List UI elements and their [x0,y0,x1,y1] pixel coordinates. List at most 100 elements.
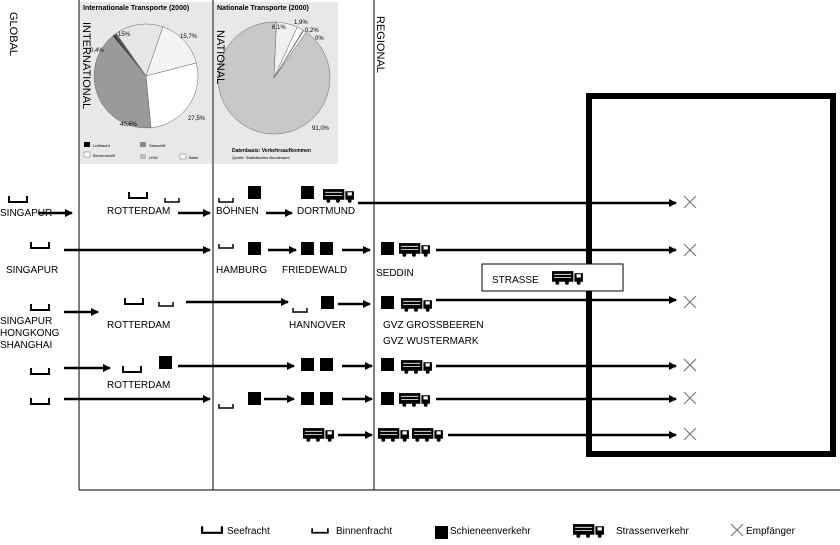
binnenfracht-icon [292,307,308,313]
pie-chart-national: Nationale Transporte (2000) 91,0% 6,1% 1… [217,5,331,160]
pie-slice [273,30,307,79]
pie-label: 91,0% [312,126,330,132]
binnenfracht-icon [158,301,174,307]
legend-label: Luftfracht [93,143,111,148]
rail-icon [301,242,314,255]
place-label: HONGKONG [0,328,60,339]
pie-slice [113,33,147,77]
rail-icon [301,358,314,371]
place-label: SINGAPUR [0,316,53,327]
place-label: SEDDIN [376,268,414,279]
place-label: ROTTERDAM [107,206,171,217]
legend-schiene: Schieneenverkehr [450,526,531,537]
seefracht-legend-icon [200,525,224,534]
pie-panel-international: Internationale Transporte (2000) 15% 15,… [80,2,212,164]
place-label: BÖHNEN [216,206,259,217]
seefracht-icon [122,365,142,373]
route-row-3 [64,296,677,316]
truck-legend-icon [573,523,605,538]
rail-icon [320,242,333,255]
recipient-x-icon [683,358,697,372]
pie-label: 1,9% [294,20,308,26]
pie-label: 6,1% [272,25,286,31]
pie-label: 15,7% [180,34,198,40]
legend-seefracht: Seefracht [227,526,270,537]
pie-title-international: Internationale Transporte (2000) [83,5,189,12]
seefracht-icon [8,195,28,203]
rail-icon [381,296,394,309]
recipient-legend-icon [730,523,744,537]
truck-icon [412,427,444,442]
binnenfracht-icon [164,197,180,203]
pie-label: 27,5% [188,116,206,122]
binnenfracht-icon [218,403,234,409]
zone-label-international: INTERNATIONAL [80,22,92,110]
rail-icon [320,358,333,371]
rail-symbols [159,186,394,405]
rail-icon [320,392,333,405]
pie-chart-international: Internationale Transporte (2000) 15% 15,… [83,5,206,160]
pie-slices-national [217,21,331,135]
pie-slices-international [93,23,199,129]
place-label: GVZ WUSTERMARK [383,336,479,347]
legend-strasse: Strassenverkehr [616,526,689,537]
pie-label: 0% [315,36,324,42]
recipient-x-icon [683,391,697,405]
pie-label: 40,6% [120,122,138,128]
truck-symbols [303,188,584,442]
transport-symbols [8,191,308,409]
rail-icon [301,186,314,199]
rail-icon [381,358,394,371]
truck-icon [378,427,410,442]
rail-icon [301,392,314,405]
legend-label: Binnenschiff [93,153,116,158]
rail-icon [159,356,172,369]
zone-label-global: GLOBAL [7,12,19,57]
seefracht-icon [30,367,50,375]
seefracht-icon [30,241,50,249]
legend-swatch [140,142,146,147]
legend-swatch [83,151,91,158]
legend-empfaenger: Empfänger [746,526,795,537]
pie-slice [93,35,152,129]
truck-icon [401,359,433,374]
seefracht-icon [30,397,50,405]
pie-label: 0,2% [305,28,319,34]
legend-icons [200,523,744,539]
truck-icon [399,242,431,257]
truck-icon [323,188,355,203]
legend-label: LKW [149,155,158,160]
pie-footnote: Quelle: Statistisches Bundesamt [232,155,290,160]
strasse-label: STRASSE [492,275,539,286]
rail-icon [248,186,261,199]
place-label: ROTTERDAM [107,380,171,391]
zone-label-regional: REGIONAL [374,16,386,73]
binnenfracht-icon [218,197,234,203]
pie-title-national: Nationale Transporte (2000) [217,5,309,12]
pie-label: 0,4% [90,48,104,54]
legend-label: Seeschiff [149,143,166,148]
pie-panel-national: Nationale Transporte (2000) 91,0% 6,1% 1… [214,2,338,164]
place-label: HANNOVER [289,320,346,331]
rail-icon [248,392,261,405]
rail-icon [381,242,394,255]
recipient-markers [683,195,697,441]
place-label: SHANGHAI [0,340,53,351]
recipient-x-icon [683,427,697,441]
pie-label: 15% [118,32,131,38]
binnenfracht-legend-icon [311,527,329,534]
pie-slice [145,26,197,77]
rail-icon [381,392,394,405]
legend-swatch [179,153,187,160]
truck-icon [303,427,335,442]
recipient-x-icon [683,295,697,309]
pie-footnote: Datenbasis: Verkehrsaufkommen [232,148,311,154]
rail-icon [321,296,334,309]
truck-icon [399,392,431,407]
legend-label: Bahn [189,155,198,160]
route-row-4 [64,362,677,372]
place-label: HAMBURG [216,265,268,276]
zone-frame [78,0,840,491]
route-row-1 [38,199,677,217]
